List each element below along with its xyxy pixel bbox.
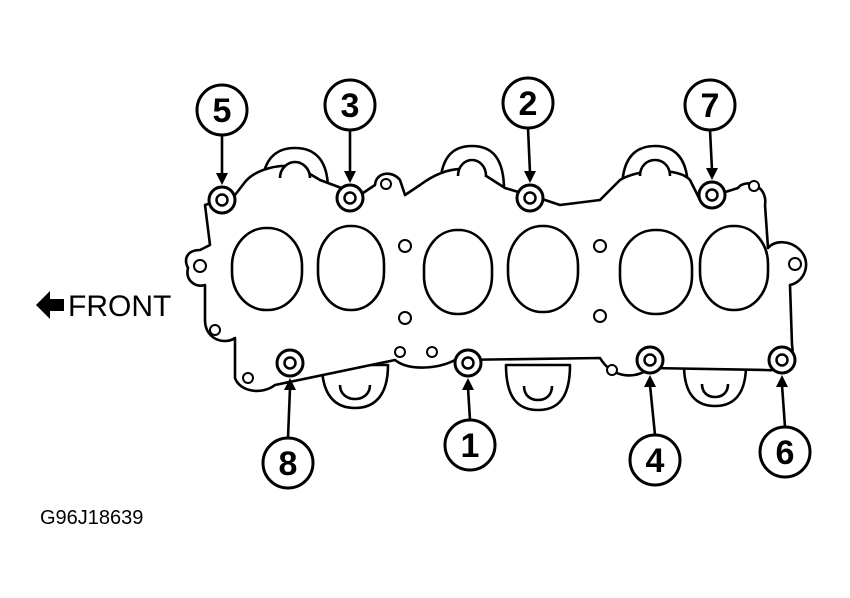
callout-6-arrowhead xyxy=(776,375,788,387)
callout-2: 2 xyxy=(501,76,555,183)
callout-5-arrowhead xyxy=(216,173,228,185)
callout-4-leader xyxy=(648,384,657,436)
callout-5: 5 xyxy=(195,83,249,185)
callout-number: 4 xyxy=(646,442,665,480)
callout-8-arrowhead xyxy=(284,378,296,390)
bolt-1-center xyxy=(461,356,475,370)
callout-1: 1 xyxy=(443,378,497,472)
callout-3: 3 xyxy=(323,78,377,183)
bolt-8-center xyxy=(283,356,297,370)
callout-number: 6 xyxy=(776,434,795,472)
callout-4-arrowhead xyxy=(644,375,656,387)
callout-1-leader xyxy=(466,387,472,421)
bolt-7-center xyxy=(705,188,719,202)
callout-number: 5 xyxy=(213,92,232,130)
front-arrow-icon xyxy=(36,291,64,319)
callout-8-circle xyxy=(261,436,315,490)
callout-4: 4 xyxy=(628,375,682,487)
callout-1-circle xyxy=(443,418,497,472)
callout-3-arrowhead xyxy=(344,171,356,183)
bolt-2-center xyxy=(523,191,537,205)
callout-6-leader xyxy=(780,384,787,428)
bolt-6-center xyxy=(775,353,789,367)
callout-number: 7 xyxy=(701,87,720,125)
callout-4-circle xyxy=(628,433,682,487)
bolt-4-center xyxy=(643,353,657,367)
callout-2-circle xyxy=(501,76,555,130)
callout-number: 8 xyxy=(279,445,298,483)
callout-number: 2 xyxy=(519,85,538,123)
bolt-5-center xyxy=(215,193,229,207)
callout-number: 1 xyxy=(461,427,480,465)
figure-code: G96J18639 xyxy=(40,507,143,529)
bolt-group xyxy=(207,180,797,378)
callout-8: 8 xyxy=(261,378,315,490)
callout-6-circle xyxy=(758,425,812,479)
callout-number: 3 xyxy=(341,87,360,125)
callout-2-arrowhead xyxy=(524,171,536,183)
callout-7-leader xyxy=(708,129,714,171)
manifold-body xyxy=(184,144,808,412)
bolt-3-center xyxy=(343,191,357,205)
front-label: FRONT xyxy=(68,290,171,323)
callout-7: 7 xyxy=(683,78,737,180)
callout-1-arrowhead xyxy=(462,378,474,390)
callout-7-arrowhead xyxy=(706,168,718,180)
callout-8-leader xyxy=(286,387,292,439)
callout-group: 5 3 2 7 8 1 4 6 xyxy=(195,76,812,490)
callout-3-circle xyxy=(323,78,377,132)
front-indicator: FRONT xyxy=(36,290,171,323)
callout-6: 6 xyxy=(758,375,812,479)
callout-7-circle xyxy=(683,78,737,132)
callout-2-leader xyxy=(526,127,532,174)
callout-5-circle xyxy=(195,83,249,137)
